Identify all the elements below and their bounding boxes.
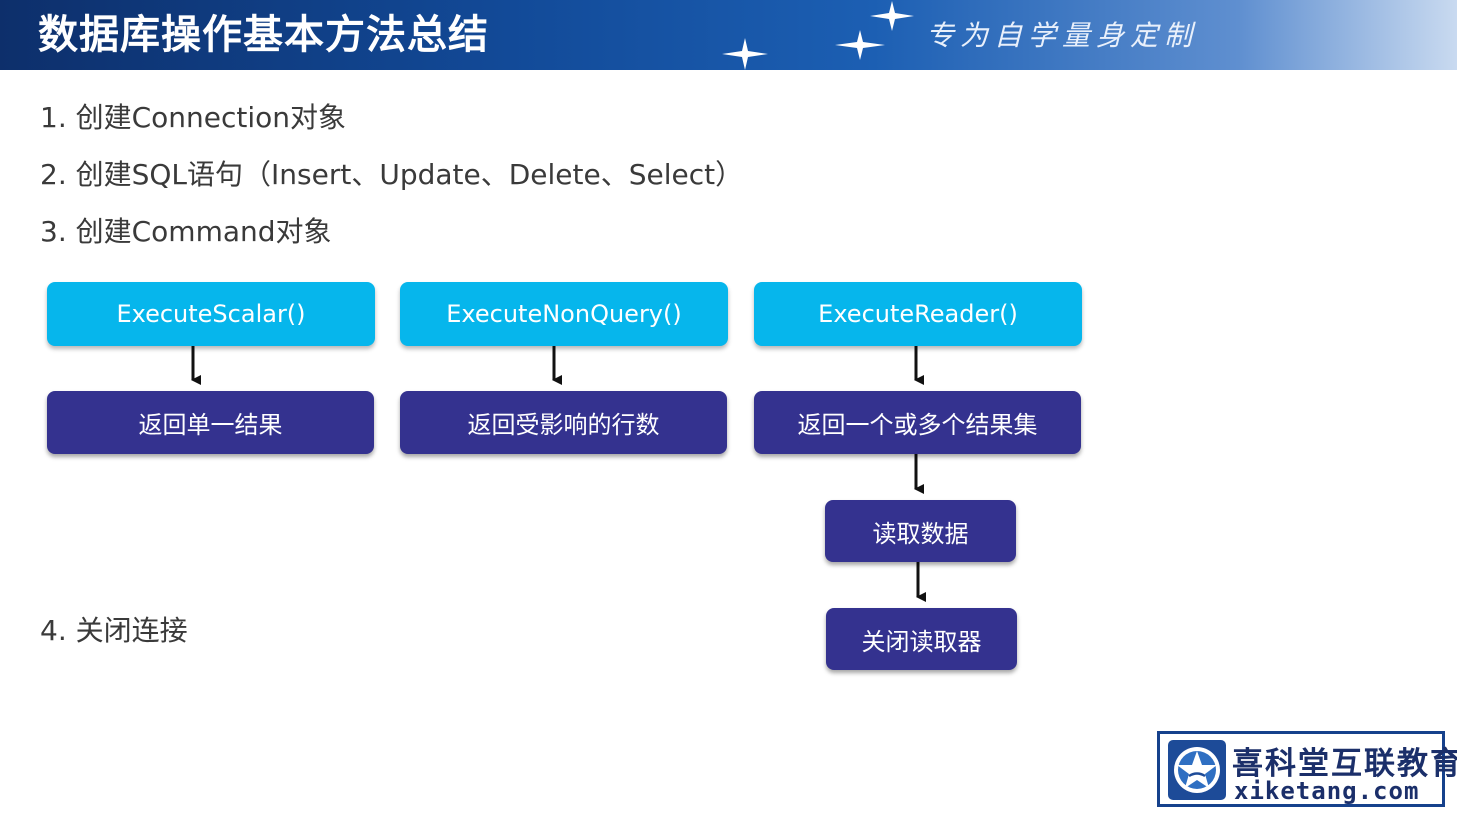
header-tagline: 专为自学量身定制	[926, 19, 1199, 52]
step-create-command: 3. 创建Command对象	[40, 215, 332, 248]
step-create-sql: 2. 创建SQL语句（Insert、Update、Delete、Select）	[40, 158, 744, 191]
header-banner: 数据库操作基本方法总结 专为自学量身定制	[0, 0, 1457, 70]
logo-name-cn: 喜科堂互联教育	[1232, 746, 1457, 782]
result-single-value: 返回单一结果	[47, 391, 374, 454]
reader-close-reader: 关闭读取器	[826, 608, 1017, 670]
result-result-sets: 返回一个或多个结果集	[754, 391, 1081, 454]
method-execute-scalar: ExecuteScalar()	[47, 282, 375, 346]
method-execute-reader: ExecuteReader()	[754, 282, 1082, 346]
star-emblem-icon	[1168, 740, 1226, 800]
step-create-connection: 1. 创建Connection对象	[40, 101, 347, 134]
page-title: 数据库操作基本方法总结	[38, 12, 489, 58]
result-affected-rows: 返回受影响的行数	[400, 391, 727, 454]
reader-read-data: 读取数据	[825, 500, 1016, 562]
brand-logo: 喜科堂互联教育 xiketang.com	[1157, 731, 1457, 807]
step-close-connection: 4. 关闭连接	[40, 614, 188, 647]
sparkle-star-icon	[722, 38, 768, 70]
logo-domain: xiketang.com	[1234, 777, 1420, 805]
method-execute-nonquery: ExecuteNonQuery()	[400, 282, 728, 346]
sparkle-star-icon	[835, 30, 885, 60]
sparkle-star-icon	[870, 1, 914, 31]
